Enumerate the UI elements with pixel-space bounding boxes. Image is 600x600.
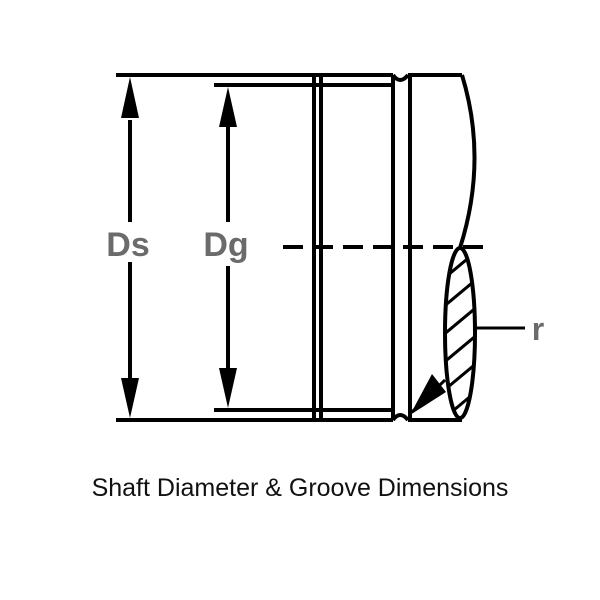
ds-label: Ds (106, 226, 149, 264)
radius-label: r (532, 311, 544, 347)
extension-lines (116, 73, 320, 422)
dg-label: Dg (203, 226, 248, 264)
section-ellipse (443, 246, 477, 420)
diagram-caption: Shaft Diameter & Groove Dimensions (91, 474, 509, 502)
radius-leader (410, 326, 525, 415)
dg-dimension-arrow (219, 87, 237, 408)
ds-dimension-arrow (121, 77, 139, 418)
